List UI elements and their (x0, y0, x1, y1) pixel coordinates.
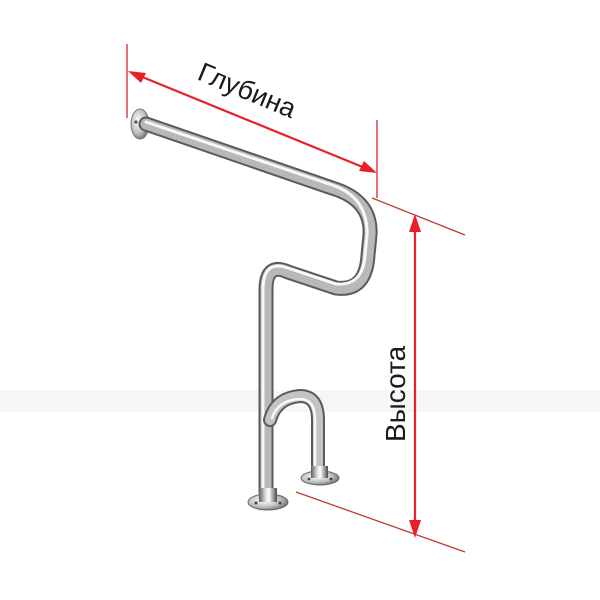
height-arrow-bottom (409, 520, 421, 538)
depth-dimension-line (134, 72, 371, 172)
height-arrow-top (409, 214, 421, 232)
handrail (130, 108, 378, 511)
depth-label: Глубина (194, 57, 302, 125)
height-dimension: Высота (295, 197, 466, 553)
height-label: Высота (380, 345, 411, 442)
depth-arrow-right (359, 161, 377, 173)
height-extension-line-bottom (295, 491, 466, 553)
depth-arrow-left (128, 71, 146, 83)
depth-dimension: Глубина (126, 44, 378, 198)
height-extension-line-top (371, 197, 466, 236)
